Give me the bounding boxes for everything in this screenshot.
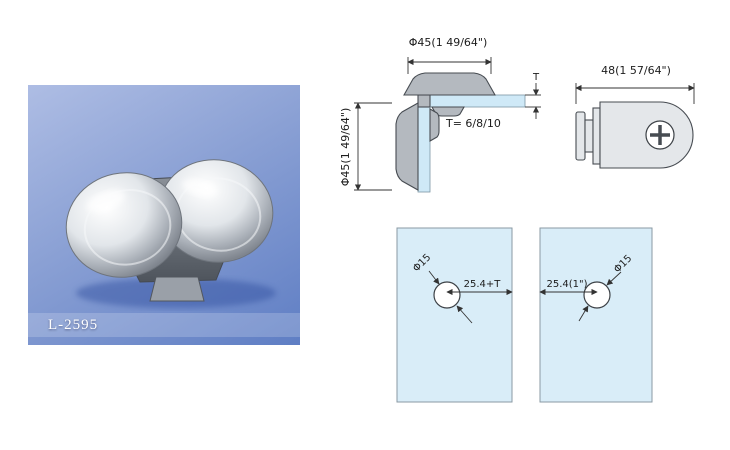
clamp-photo-illustration (65, 159, 276, 308)
clamp-corner-body (417, 94, 431, 108)
highlight (86, 190, 126, 212)
phillips-cross-icon (650, 125, 670, 145)
neck-profile (584, 119, 594, 153)
clamp-base (149, 276, 205, 302)
side-view-drawing: 48(1 57/64") (575, 64, 695, 169)
glass-panel-left-drawing: 25.4+T Φ15 (396, 227, 513, 403)
clamp-top-pad (403, 72, 496, 96)
clamp-left-pad (395, 102, 419, 191)
dim-top-label: Φ45(1 49/64") (409, 36, 488, 49)
dim-t-label: T (532, 72, 540, 83)
corner-clamp-drawing: Φ45(1 49/64") Φ45(1 49/64") T= 6/8/10 T (340, 36, 541, 193)
hole-leader-line (578, 305, 589, 322)
hole-leader-line (456, 305, 473, 324)
product-code: L-2595 (48, 316, 99, 333)
highlight (182, 178, 218, 198)
clamp-inner-pad (429, 108, 440, 142)
width-dimension (575, 83, 695, 104)
drill-hole (433, 281, 461, 309)
hole-leader-line (606, 271, 622, 286)
dim-left-label: Φ45(1 49/64") (340, 108, 352, 187)
thickness-note: T= 6/8/10 (445, 117, 501, 130)
photo-caption-band: L-2595 (28, 313, 300, 337)
flange-profile (592, 107, 601, 165)
dim-offset-label: 25.4(1") (546, 279, 587, 290)
back-cap-profile (575, 111, 586, 161)
left-diameter-dimension (354, 102, 392, 191)
glass-thickness-dimension (525, 83, 541, 119)
dim-offset-label: 25.4+T (464, 279, 502, 290)
glass-panel-right-drawing: 25.4(1") Φ15 (539, 227, 653, 403)
vertical-glass (417, 106, 431, 193)
drill-hole (583, 281, 611, 309)
top-diameter-dimension (407, 57, 492, 74)
dim-width-label: 48(1 57/64") (601, 64, 671, 77)
horizontal-glass (429, 94, 526, 108)
glass-panel (539, 227, 653, 403)
glass-panel (396, 227, 513, 403)
hole-leader-line (428, 270, 440, 285)
product-photo: L-2595 (28, 85, 300, 345)
